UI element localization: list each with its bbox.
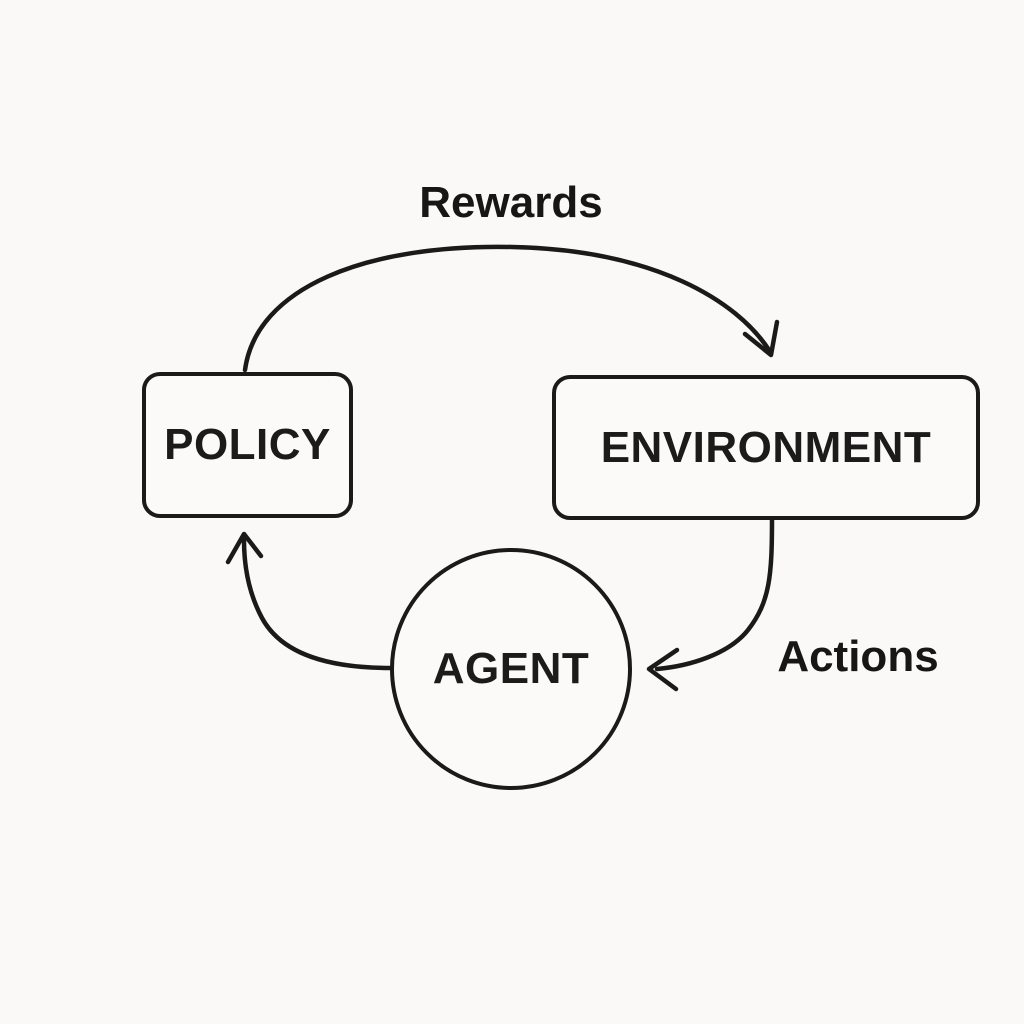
edge-label-actions: Actions [777,632,939,681]
rewards-arrowhead-icon [742,319,780,358]
rewards-curve [242,244,772,373]
actions-arrowhead-icon [646,647,680,692]
node-policy-label: POLICY [164,420,331,469]
node-policy: POLICY [142,372,353,518]
agent-policy-curve [241,537,394,671]
actions-curve [654,515,775,672]
node-environment: ENVIRONMENT [552,375,980,520]
node-environment-label: ENVIRONMENT [600,422,932,472]
edge-environment-to-agent [646,515,775,692]
agent-policy-arrowhead-icon [225,531,264,565]
node-agent-label: AGENT [432,644,590,693]
edge-agent-to-policy [225,531,394,671]
node-agent: AGENT [390,548,632,790]
edge-policy-to-environment [242,244,780,373]
edge-label-rewards: Rewards [419,178,603,227]
